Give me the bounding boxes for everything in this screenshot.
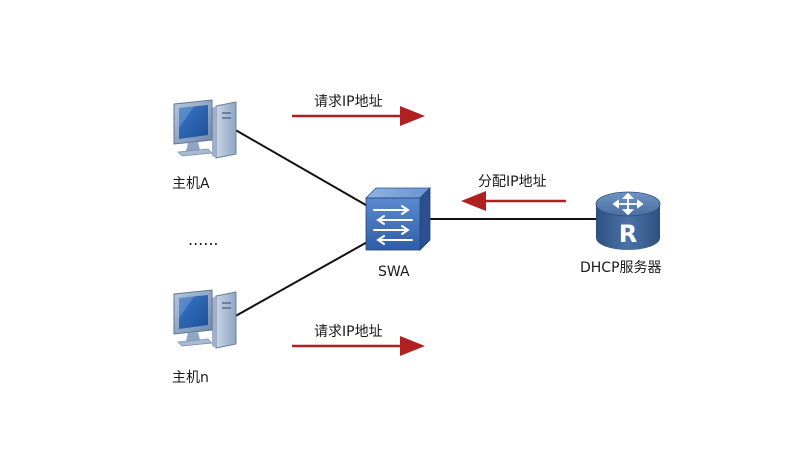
router-icon: R [595,191,661,250]
host-n-label: 主机n [172,370,209,386]
assign-message: 分配IP地址 [461,174,566,211]
router-label: DHCP服务器 [580,260,662,276]
request-message-bottom: 请求IP地址 [292,324,425,356]
host-a[interactable] [173,99,237,159]
router-symbol: R [619,220,637,248]
assign-label: 分配IP地址 [478,174,547,190]
switch-swa[interactable] [365,187,431,251]
link-host-n-to-switch [231,235,379,319]
desktop-computer-icon [173,99,237,159]
switch-icon [365,187,431,251]
host-ellipsis: ...... [188,230,219,249]
host-n[interactable] [173,289,237,349]
request-top-label: 请求IP地址 [314,94,383,110]
switch-label: SWA [378,264,410,280]
request-message-top: 请求IP地址 [292,94,425,126]
host-a-label: 主机A [172,176,210,192]
request-bottom-label: 请求IP地址 [314,324,383,340]
dhcp-router[interactable]: R [595,191,661,250]
link-host-a-to-switch [231,127,379,213]
desktop-computer-icon [173,289,237,349]
